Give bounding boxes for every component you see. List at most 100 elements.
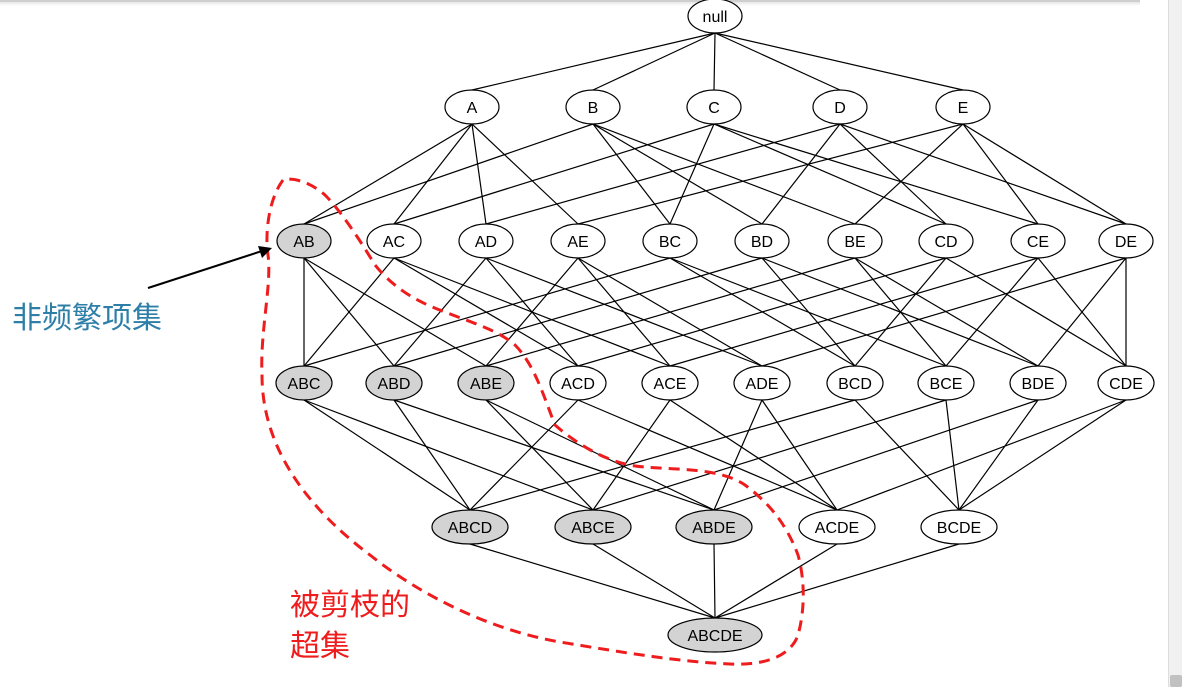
node-label-e: E (958, 100, 969, 117)
node-ad: AD (458, 223, 514, 259)
node-ellipse-be (827, 223, 883, 259)
node-ellipse-abcd (431, 509, 509, 545)
lattice-edges (303, 32, 1127, 619)
edge-E-CE (962, 123, 1039, 225)
edge-ACDE-ABCDE (714, 543, 838, 619)
node-bd: BD (734, 223, 790, 259)
node-ellipse-bcde (920, 509, 998, 545)
node-ellipse-abde (675, 509, 753, 545)
edge-A-AB (303, 123, 473, 225)
node-d: D (812, 89, 868, 125)
edge-ABD-ABDE (393, 399, 715, 511)
edge-CE-BCE (945, 257, 1039, 367)
node-ab: AB (276, 223, 332, 259)
node-e: E (935, 89, 991, 125)
vertical-scrollbar[interactable] (1168, 0, 1182, 687)
edge-D-CD (839, 123, 947, 225)
edge-null-C (713, 32, 716, 91)
node-label-cd: CD (934, 234, 957, 251)
node-ellipse-acde (798, 509, 876, 545)
node-a: A (444, 89, 500, 125)
node-acde: ACDE (798, 509, 876, 545)
node-ellipse-ace (641, 365, 699, 401)
edge-ACD-ACDE (577, 399, 838, 511)
node-label-ce: CE (1027, 234, 1049, 251)
node-ellipse-bc (642, 223, 698, 259)
pruned-supersets-label-line1: 被剪枝的 (290, 588, 410, 623)
node-ellipse-acd (549, 365, 607, 401)
edge-D-BD (761, 123, 841, 225)
node-ellipse-abe (457, 365, 515, 401)
node-ellipse-ade (733, 365, 791, 401)
node-ellipse-bcd (826, 365, 884, 401)
edge-E-DE (962, 123, 1127, 225)
node-ellipse-de (1098, 223, 1154, 259)
node-label-acde: ACDE (815, 520, 859, 537)
node-ellipse-bce (917, 365, 975, 401)
node-b: B (565, 89, 621, 125)
node-ellipse-null (687, 0, 743, 34)
node-label-ade: ADE (746, 376, 779, 393)
edge-ACE-ABCE (592, 399, 671, 511)
edge-AD-ABD (393, 257, 487, 367)
node-label-be: BE (844, 234, 865, 251)
edge-CDE-BCDE (958, 399, 1127, 511)
node-bce: BCE (917, 365, 975, 401)
edge-B-BC (592, 123, 671, 225)
node-label-ac: AC (383, 234, 405, 251)
node-ade: ADE (733, 365, 791, 401)
node-label-de: DE (1115, 234, 1137, 251)
edge-BCE-ABCE (592, 399, 947, 511)
node-abce: ABCE (554, 509, 632, 545)
node-ellipse-abd (365, 365, 423, 401)
node-ellipse-ad (458, 223, 514, 259)
node-cd: CD (918, 223, 974, 259)
node-ellipse-abcde (667, 617, 763, 653)
edge-BCDE-ABCDE (714, 543, 960, 619)
edge-A-AC (393, 123, 473, 225)
node-label-bcd: BCD (838, 376, 872, 393)
node-ac: AC (366, 223, 422, 259)
node-bcd: BCD (826, 365, 884, 401)
node-ellipse-ae (550, 223, 606, 259)
node-label-d: D (834, 100, 846, 117)
edge-ABD-ABCD (393, 399, 471, 511)
node-abcde: ABCDE (667, 617, 763, 653)
node-ace: ACE (641, 365, 699, 401)
edge-BE-ABE (485, 257, 856, 367)
edge-ADE-ABDE (713, 399, 763, 511)
edge-ABC-ABCD (303, 399, 471, 511)
edge-BDE-ABDE (713, 399, 1039, 511)
node-label-abcd: ABCD (448, 520, 492, 537)
node-label-bc: BC (659, 234, 681, 251)
edge-AC-ABC (303, 257, 395, 367)
node-label-bde: BDE (1022, 376, 1055, 393)
edge-ABCE-ABCDE (592, 543, 716, 619)
edge-C-CE (713, 123, 1039, 225)
edge-CD-BCD (854, 257, 947, 367)
edge-BD-BCD (761, 257, 856, 367)
edge-BE-BDE (854, 257, 1039, 367)
node-label-b: B (588, 100, 599, 117)
edge-CE-ACE (669, 257, 1039, 367)
edge-E-BE (854, 123, 964, 225)
node-ellipse-d (812, 89, 868, 125)
edge-B-BD (592, 123, 763, 225)
node-ellipse-a (444, 89, 500, 125)
node-label-ace: ACE (654, 376, 687, 393)
node-de: DE (1098, 223, 1154, 259)
edge-ACD-ABCD (469, 399, 579, 511)
node-acd: ACD (549, 365, 607, 401)
node-label-bce: BCE (930, 376, 963, 393)
node-ae: AE (550, 223, 606, 259)
edge-BCD-BCDE (854, 399, 960, 511)
edge-A-AE (471, 123, 579, 225)
scrollbar-thumb[interactable] (1170, 675, 1182, 687)
node-label-abc: ABC (288, 376, 321, 393)
edge-C-BC (669, 123, 715, 225)
edge-C-AC (393, 123, 715, 225)
node-label-abd: ABD (378, 376, 411, 393)
node-abcd: ABCD (431, 509, 509, 545)
node-label-ad: AD (475, 234, 497, 251)
